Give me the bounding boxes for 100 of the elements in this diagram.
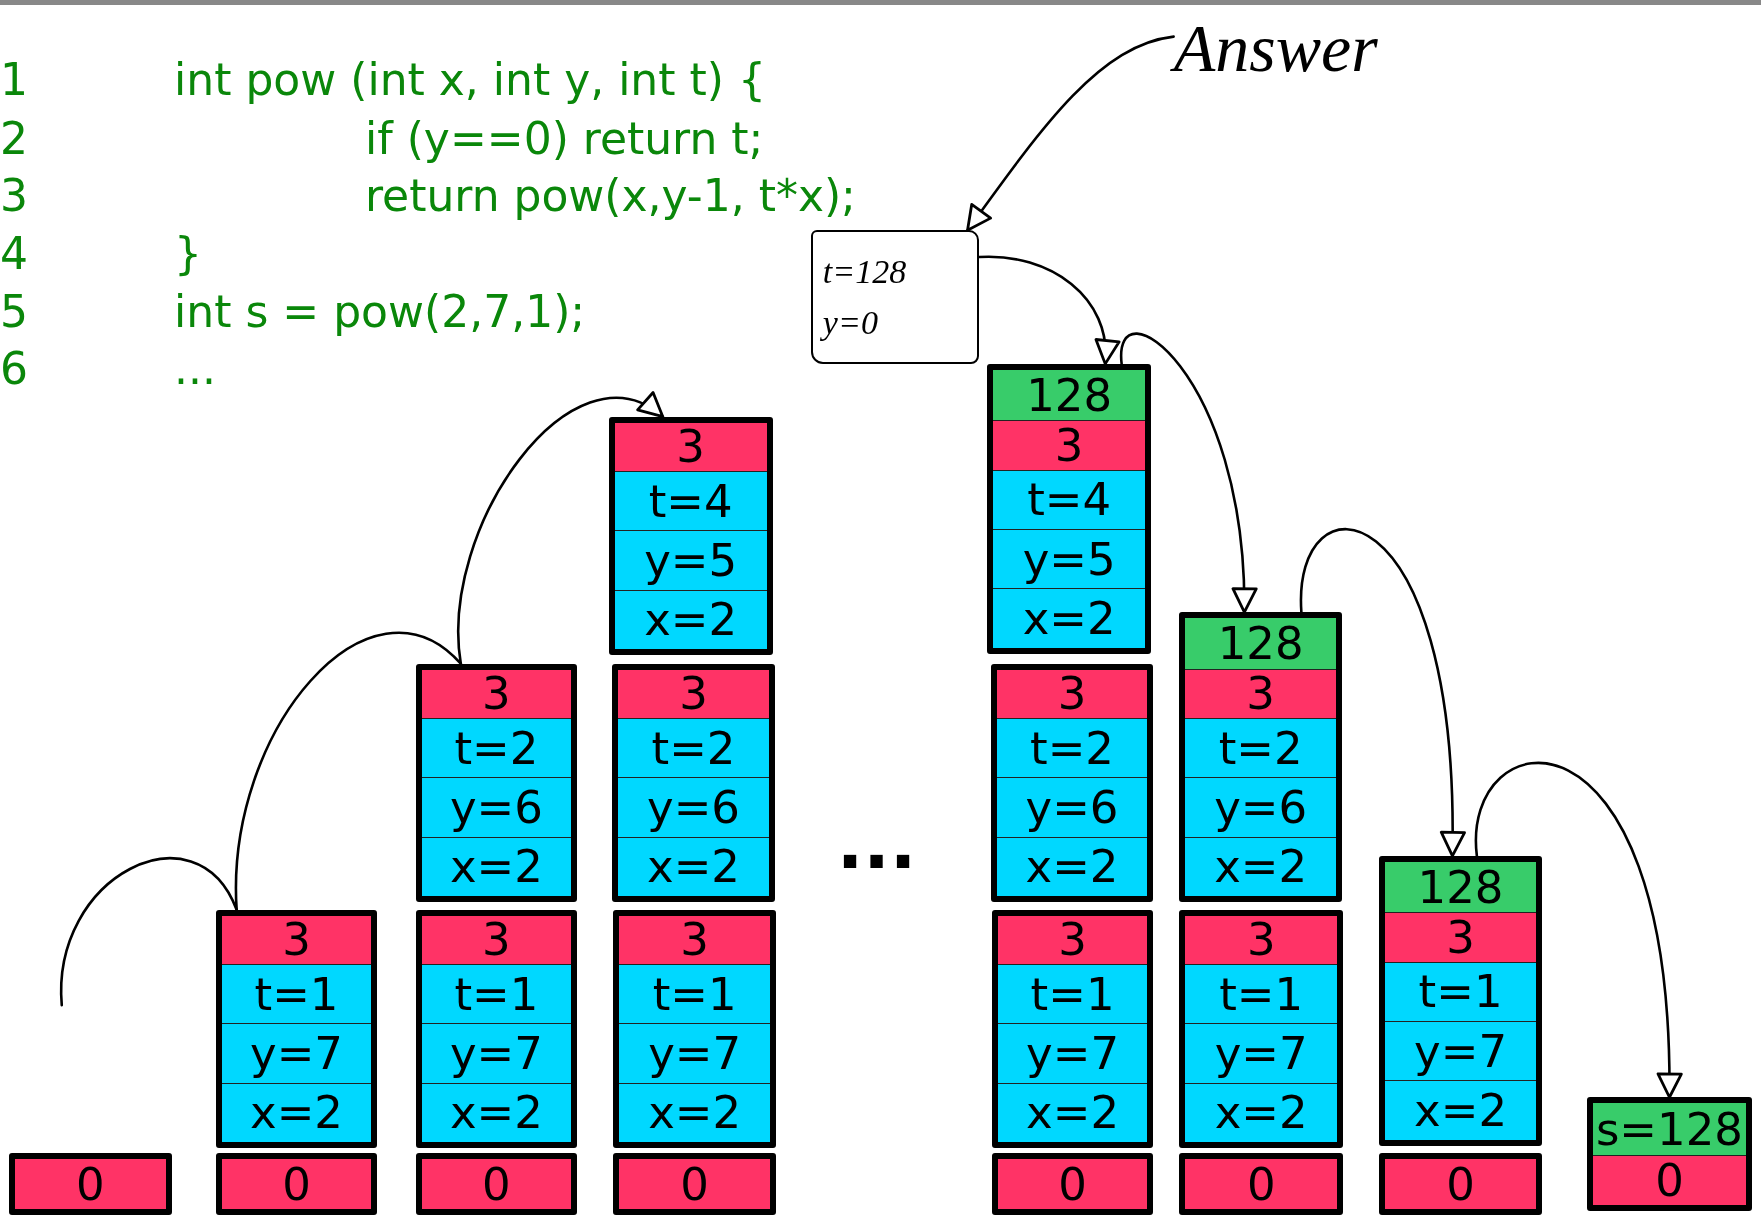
stack-cell: t=1: [1385, 961, 1536, 1021]
line-number: 5: [0, 289, 28, 334]
stack-cell: t=2: [618, 718, 769, 778]
stack-cell: t=2: [421, 718, 572, 778]
stack-cell: 128: [1185, 618, 1337, 669]
stack-frame: [215, 909, 378, 1149]
stack-cell: x=2: [221, 1082, 372, 1143]
stack-cell: 3: [996, 669, 1148, 718]
stack-cell: 3: [221, 915, 372, 964]
code-line: int pow (int x, int y, int t) {: [174, 58, 766, 103]
stack-block: [1586, 1097, 1752, 1212]
curved-arrow: [1120, 332, 1257, 614]
stack-frame: [987, 363, 1152, 654]
curved-arrow: [978, 255, 1119, 366]
stack-frame: [613, 909, 777, 1149]
stack-cell: 0: [421, 1159, 572, 1209]
stack-cell: y=6: [1185, 777, 1337, 837]
stack-cell: 0: [1385, 1159, 1536, 1209]
stack-cell: t=4: [993, 469, 1146, 530]
stack-cell: t=1: [421, 963, 572, 1024]
curved-line: [60, 857, 238, 1007]
stack-cell: x=2: [619, 1082, 771, 1143]
code-line: ...: [174, 347, 217, 392]
stack-cell: t=4: [614, 470, 767, 531]
stack-block: [415, 1153, 578, 1215]
line-number: 4: [0, 232, 28, 277]
stack-cell: x=2: [618, 836, 769, 897]
curved-arrow: [1475, 761, 1682, 1099]
stack-cell: y=7: [619, 1023, 771, 1083]
stack-frame: [1379, 855, 1542, 1146]
stack-cell: t=1: [619, 963, 771, 1024]
curved-arrow: [966, 35, 1175, 232]
stack-cell: t=2: [1185, 717, 1337, 778]
stack-cell: y=6: [421, 777, 572, 837]
stack-cell: t=1: [1185, 963, 1338, 1024]
stack-cell: y=5: [614, 530, 767, 590]
stack-cell: x=2: [1185, 836, 1337, 897]
line-number: 3: [0, 174, 28, 219]
stack-cell: 0: [1185, 1159, 1338, 1209]
stack-cell: 0: [221, 1159, 372, 1209]
stack-cell: 3: [993, 420, 1146, 470]
stack-block: [9, 1153, 172, 1215]
stack-block: [1379, 1153, 1542, 1215]
stack-cell: x=2: [996, 836, 1148, 897]
stack-cell: x=2: [997, 1082, 1148, 1143]
stack-frame: [612, 663, 775, 903]
stack-cell: y=7: [221, 1023, 372, 1083]
stack-cell: x=2: [614, 589, 767, 650]
stack-frame: [991, 909, 1154, 1149]
stack-cell: x=2: [1185, 1082, 1338, 1143]
handwritten-text: y=0: [822, 303, 878, 344]
stack-frame: [608, 416, 773, 656]
stack-cell: 3: [421, 669, 572, 718]
line-number: 2: [0, 116, 28, 161]
stack-block: [1179, 1153, 1344, 1215]
stack-frame: [1179, 612, 1343, 903]
stack-block: [215, 1153, 378, 1215]
stack-cell: 0: [619, 1159, 771, 1209]
stack-cell: t=1: [997, 963, 1148, 1024]
stack-cell: y=5: [993, 529, 1146, 589]
stack-cell: 3: [421, 915, 572, 964]
stack-cell: 0: [15, 1159, 166, 1209]
stack-block: [613, 1153, 777, 1215]
line-number: 6: [0, 347, 28, 392]
stack-frame: [990, 663, 1154, 903]
stack-cell: 3: [614, 422, 767, 471]
stack-frame: [415, 663, 578, 903]
stack-cell: y=7: [421, 1023, 572, 1083]
line-number: 1: [0, 58, 28, 103]
handwritten-text: t=128: [822, 252, 907, 293]
handwritten-note: [810, 230, 980, 365]
code-line: int s = pow(2,7,1);: [174, 289, 586, 334]
curved-arrow: [1300, 528, 1466, 858]
stack-frame: [1179, 909, 1344, 1149]
stack-cell: 0: [997, 1159, 1148, 1209]
stack-cell: t=2: [996, 718, 1148, 778]
code-line: return pow(x,y-1, t*x);: [365, 174, 856, 219]
stack-cell: 3: [1185, 668, 1337, 718]
stack-cell: 3: [1185, 915, 1338, 964]
stack-cell: y=6: [996, 777, 1148, 837]
code-line: }: [174, 232, 203, 277]
stack-cell: y=7: [1185, 1023, 1338, 1083]
stack-cell: 128: [1385, 861, 1536, 913]
stack-cell: 0: [1592, 1154, 1746, 1206]
stack-cell: y=7: [997, 1023, 1148, 1083]
stack-frame: [415, 909, 578, 1149]
stack-cell: x=2: [1385, 1080, 1536, 1140]
stack-cell: 3: [619, 915, 771, 964]
stack-block: [991, 1153, 1154, 1215]
stack-cell: 3: [1385, 912, 1536, 962]
stack-cell: s=128: [1592, 1103, 1746, 1155]
ellipsis-text: ...: [836, 808, 917, 879]
curved-arrow: [456, 393, 665, 666]
stack-cell: t=1: [221, 963, 372, 1024]
stack-cell: 3: [997, 915, 1148, 964]
code-line: if (y==0) return t;: [365, 116, 764, 161]
stack-cell: 128: [993, 369, 1146, 421]
stack-cell: y=7: [1385, 1021, 1536, 1081]
stack-cell: x=2: [993, 588, 1146, 648]
stack-cell: x=2: [421, 1082, 572, 1143]
